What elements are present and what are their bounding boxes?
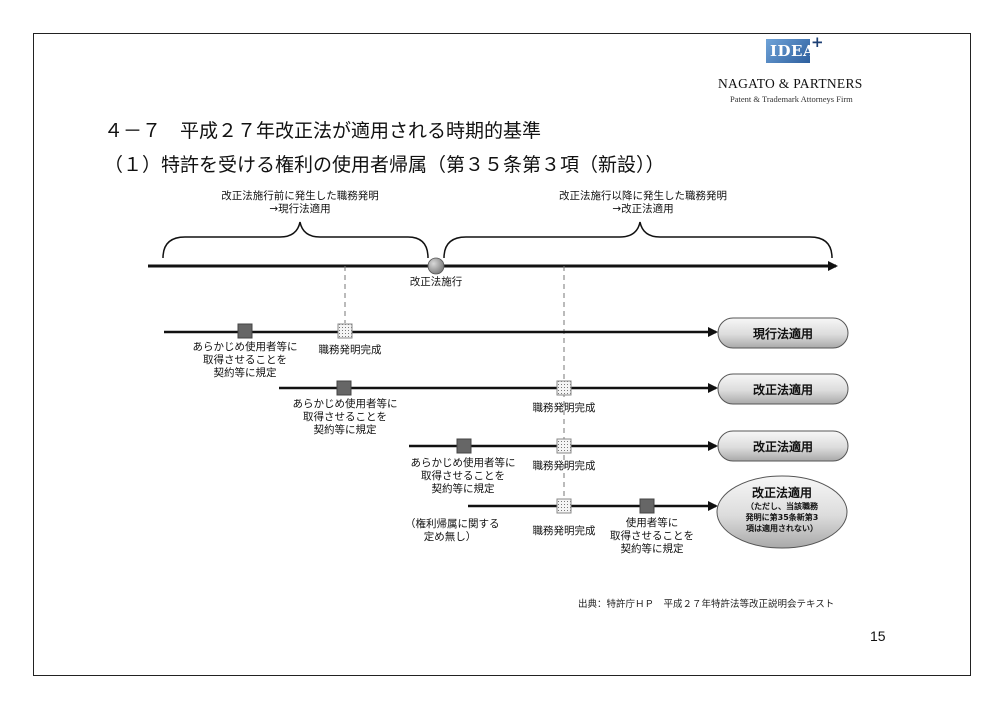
case4-completion-marker: [556, 498, 572, 514]
case3-completion-label: 職務発明完成: [532, 460, 596, 472]
case4-result-ellipse: [716, 475, 848, 549]
idea-logo-plus: +: [811, 33, 824, 51]
before-label: 改正法施行前に発生した職務発明 →現行法適用: [190, 190, 410, 216]
case1-rule-label: あらかじめ使用者等に 取得させることを 契約等に規定: [185, 341, 305, 380]
case3-rule-line3: 契約等に規定: [431, 483, 495, 495]
firm-name: NAGATO & PARTNERS: [718, 76, 863, 91]
case4-none-line2: 定め無し）: [423, 531, 477, 543]
case1-result-text: 現行法適用: [752, 327, 813, 341]
before-label-line2: →現行法適用: [269, 203, 331, 215]
case4-none-label: （権利帰属に関する 定め無し）: [405, 518, 500, 544]
slide-frame: [33, 33, 971, 676]
case2-rule-label: あらかじめ使用者等に 取得させることを 契約等に規定: [285, 398, 405, 437]
case4-note-line3: 項は適用されない）: [746, 524, 818, 533]
enforcement-point: [427, 257, 445, 275]
case3-rule-label: あらかじめ使用者等に 取得させることを 契約等に規定: [403, 457, 523, 496]
case2-completion-label: 職務発明完成: [532, 402, 596, 414]
brace-after: [443, 221, 833, 259]
case3-result-text: 改正法適用: [752, 440, 813, 454]
case4-completion-label: 職務発明完成: [532, 525, 596, 537]
case4-none-line1: （権利帰属に関する: [405, 518, 500, 530]
case4-result-text: 改正法適用 （ただし、当該職務 発明に第35条新第3 項は適用されない）: [717, 485, 847, 534]
case1-completion-label: 職務発明完成: [318, 344, 382, 356]
idea-logo-text: IDEA: [770, 42, 816, 60]
case2-rule-line2: 取得させることを: [303, 411, 387, 423]
case2-completion-marker: [556, 380, 572, 396]
case2-result-pill: [717, 373, 849, 405]
case1-rule-line2: 取得させることを: [203, 354, 287, 366]
case4-rule-line2: 取得させることを: [610, 530, 694, 542]
case1-rule-marker: [237, 323, 253, 339]
case4-note-line1: （ただし、当該職務: [746, 502, 818, 511]
case1-completion-marker: [337, 323, 353, 339]
case2-rule-line3: 契約等に規定: [313, 424, 377, 436]
case1-result-pill: [717, 317, 849, 349]
case3-rule-line1: あらかじめ使用者等に: [410, 457, 516, 469]
firm-logo: IDEA + NAGATO & PARTNERS Patent & Tradem…: [714, 33, 894, 108]
case2-result-text: 改正法適用: [752, 383, 813, 397]
case4-rule-line3: 契約等に規定: [620, 543, 684, 555]
case4-rule-label: 使用者等に 取得させることを 契約等に規定: [602, 517, 702, 556]
case2-rule-line1: あらかじめ使用者等に: [292, 398, 398, 410]
slide-subtitle: （１）特許を受ける権利の使用者帰属（第３５条第３項（新設））: [104, 154, 665, 176]
case3-completion-marker: [556, 438, 572, 454]
case3-rule-marker: [456, 438, 472, 454]
brace-before: [162, 221, 429, 259]
case2-rule-marker: [336, 380, 352, 396]
slide-title: ４－７ 平成２７年改正法が適用される時期的基準: [104, 120, 542, 142]
after-label-line2: →改正法適用: [612, 203, 674, 215]
case1-rule-line3: 契約等に規定: [213, 367, 277, 379]
before-label-line1: 改正法施行前に発生した職務発明: [221, 190, 379, 202]
case3-rule-line2: 取得させることを: [421, 470, 505, 482]
case4-note-line2: 発明に第35条新第3: [745, 513, 819, 522]
page-number: 15: [870, 628, 886, 644]
case1-rule-line1: あらかじめ使用者等に: [192, 341, 298, 353]
after-label: 改正法施行以降に発生した職務発明 →改正法適用: [528, 190, 758, 216]
after-label-line1: 改正法施行以降に発生した職務発明: [559, 190, 727, 202]
source-citation: 出典：特許庁ＨＰ 平成２７年特許法等改正説明会テキスト: [578, 599, 835, 610]
idea-logo-mark: IDEA: [766, 39, 815, 63]
case4-result-title: 改正法適用: [751, 486, 812, 500]
case4-rule-marker: [639, 498, 655, 514]
enforcement-label: 改正法施行: [409, 276, 463, 288]
case4-rule-line1: 使用者等に: [625, 517, 679, 529]
firm-subtitle: Patent & Trademark Attorneys Firm: [730, 94, 853, 104]
case3-result-pill: [717, 430, 849, 462]
